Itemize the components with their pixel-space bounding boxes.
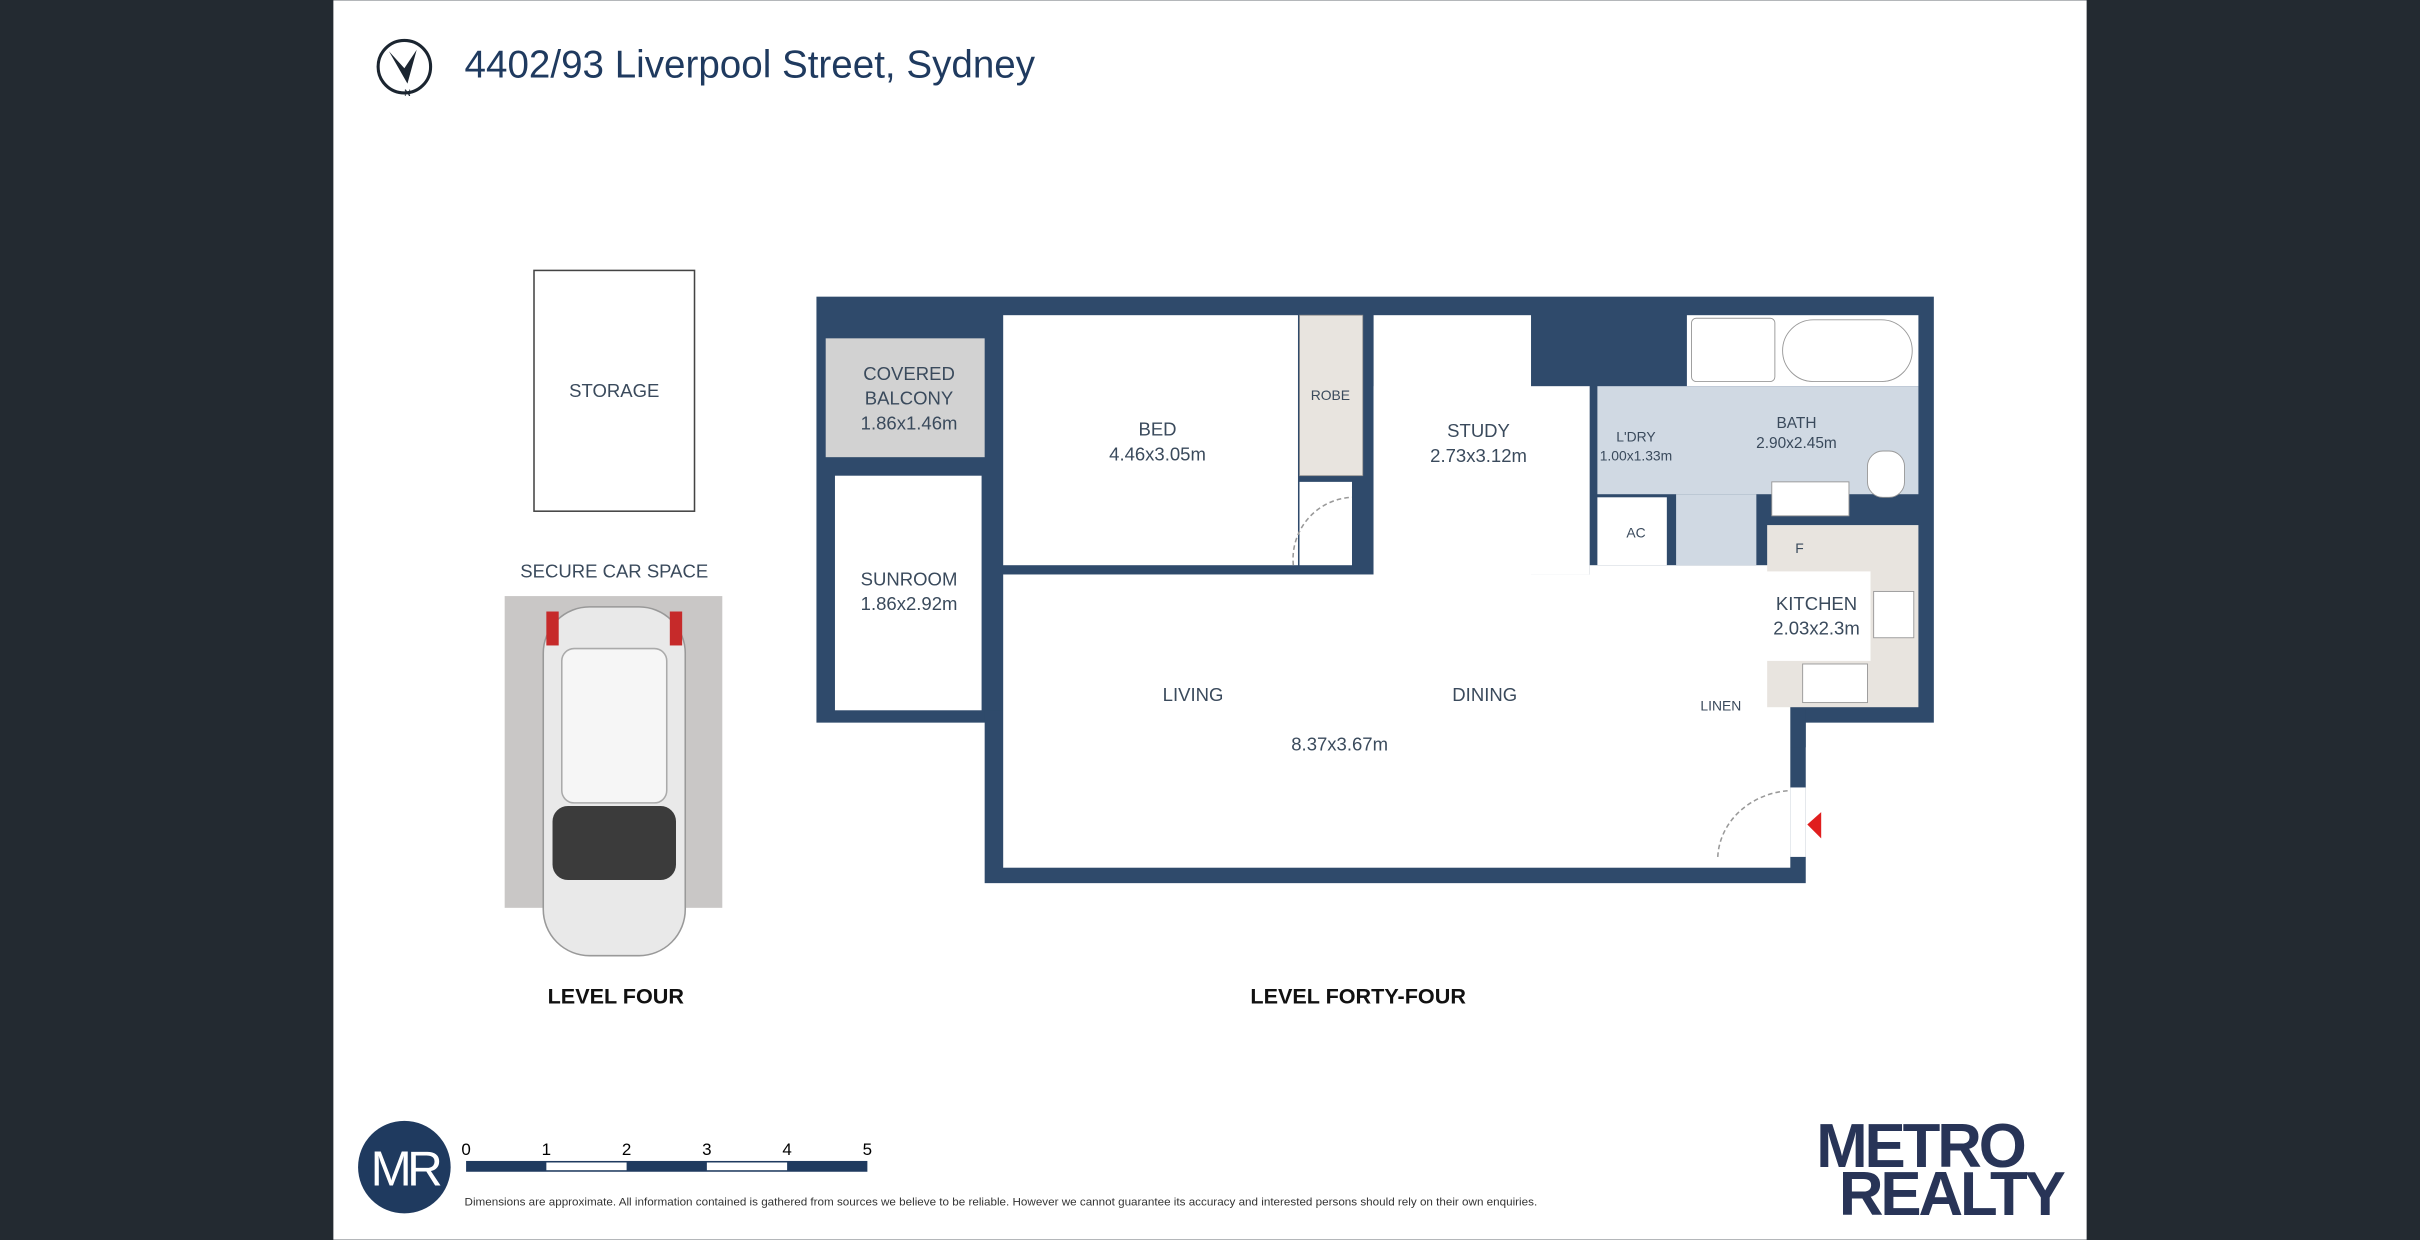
brand-logo-line1: METRO: [1816, 1112, 2025, 1181]
kitchen-dims: 2.03x2.3m: [1773, 618, 1859, 639]
level-forty-four-label: LEVEL FORTY-FOUR: [1250, 984, 1466, 1009]
dining-label: DINING: [1452, 684, 1517, 705]
bath-laundry: [1597, 386, 1919, 495]
robe-label: ROBE: [1311, 387, 1350, 403]
sink-icon: [1802, 663, 1868, 704]
scale-tick: 0: [461, 1140, 470, 1159]
bath-dims: 2.90x2.45m: [1756, 435, 1837, 452]
balcony-label: COVERED: [863, 363, 955, 384]
level-forty-four-plan: [816, 296, 1934, 884]
bathtub-icon: [1782, 319, 1913, 383]
bath-label: BATH: [1776, 415, 1816, 432]
bedroom: [1003, 315, 1298, 566]
scale-tick: 1: [542, 1140, 551, 1159]
svg-text:N: N: [404, 88, 411, 98]
shower-icon: [1691, 317, 1776, 383]
scale-tick: 3: [702, 1140, 711, 1159]
kitchen-label: KITCHEN: [1776, 593, 1857, 614]
robe: [1299, 314, 1364, 477]
car-space-label: SECURE CAR SPACE: [520, 561, 708, 582]
ac-cupboard: [1597, 497, 1667, 566]
covered-balcony: [825, 338, 985, 458]
disclaimer: Dimensions are approximate. All informat…: [465, 1197, 1538, 1209]
mr-logo-badge: MR: [358, 1120, 451, 1214]
sunroom-label: SUNROOM: [861, 568, 958, 589]
toilet-icon: [1867, 450, 1905, 498]
laundry-label: L'DRY: [1616, 429, 1655, 445]
brand-logo-line2: REALTY: [1839, 1160, 2066, 1229]
vanity-icon: [1771, 481, 1850, 517]
level-four-label: LEVEL FOUR: [548, 984, 685, 1009]
ac-label: AC: [1626, 524, 1645, 540]
linen-label: LINEN: [1700, 697, 1741, 713]
study-label: STUDY: [1447, 420, 1510, 441]
scale-tick: 4: [782, 1140, 791, 1159]
storage-room: [533, 269, 696, 512]
page-title: 4402/93 Liverpool Street, Sydney: [465, 44, 1036, 87]
bed-label: BED: [1138, 419, 1176, 440]
balcony-dims: 1.86x1.46m: [861, 412, 958, 433]
entry-marker-icon: [1807, 812, 1822, 839]
scale-tick: 2: [622, 1140, 631, 1159]
balcony-label-2: BALCONY: [865, 388, 954, 409]
storage-label: STORAGE: [569, 380, 659, 401]
fridge-label: F: [1795, 540, 1803, 556]
living-dims: 8.37x3.67m: [1291, 733, 1388, 754]
logo-badge-text: MR: [371, 1142, 441, 1197]
linen-cupboard: [1685, 667, 1757, 739]
sunroom: [834, 475, 982, 711]
car-icon: [542, 606, 687, 957]
laundry-dims: 1.00x1.33m: [1600, 447, 1673, 463]
cooktop-icon: [1873, 590, 1915, 639]
scale-bar: 0 1 2 3 4 5: [461, 1140, 872, 1172]
scale-tick: 5: [863, 1140, 872, 1159]
living-label: LIVING: [1163, 684, 1224, 705]
bed-dims: 4.46x3.05m: [1109, 443, 1206, 464]
study-dims: 2.73x3.12m: [1430, 445, 1527, 466]
sunroom-dims: 1.86x2.92m: [861, 593, 958, 614]
